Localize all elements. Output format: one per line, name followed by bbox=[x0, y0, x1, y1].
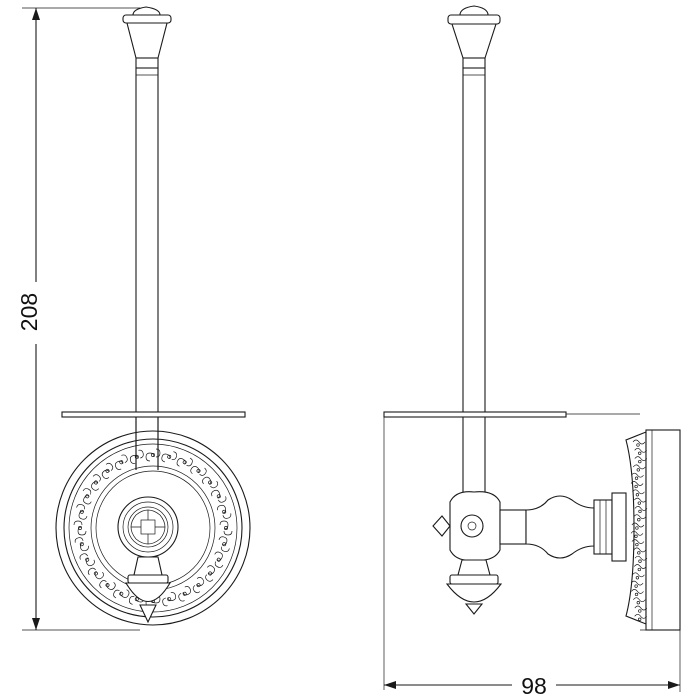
side-joint bbox=[432, 491, 501, 561]
front-shelf-plate bbox=[61, 411, 246, 470]
front-finial bbox=[122, 6, 172, 76]
side-rosette bbox=[625, 429, 681, 631]
side-arm bbox=[499, 492, 627, 562]
side-finial bbox=[447, 5, 501, 76]
front-central-boss bbox=[117, 496, 179, 558]
rosette-ornament bbox=[73, 448, 233, 608]
front-lower-cap bbox=[125, 556, 171, 624]
front-rod bbox=[135, 68, 159, 470]
height-label: 208 bbox=[16, 293, 42, 331]
side-lower-cap bbox=[445, 559, 503, 615]
side-shelf-plate bbox=[383, 411, 567, 418]
depth-dimension: 98 bbox=[384, 630, 681, 699]
side-view bbox=[383, 5, 681, 690]
height-dimension: 208 bbox=[14, 7, 140, 631]
depth-label: 98 bbox=[521, 673, 547, 699]
side-rod bbox=[462, 68, 486, 495]
front-view bbox=[55, 6, 251, 626]
side-rosette-ornament bbox=[630, 439, 648, 621]
